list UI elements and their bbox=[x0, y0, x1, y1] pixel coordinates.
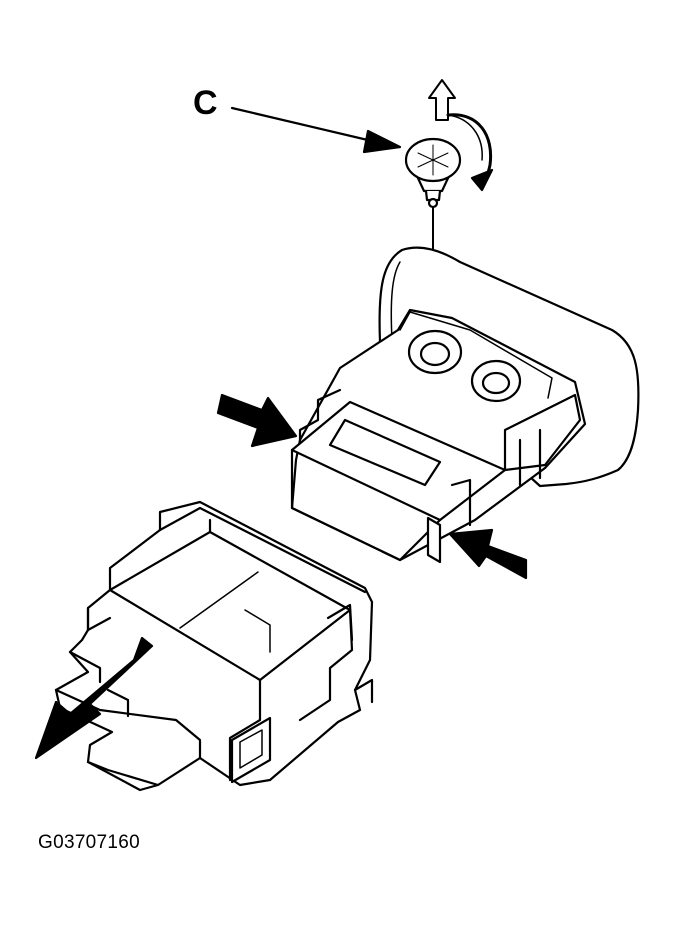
switch-body bbox=[290, 308, 587, 564]
push-arrow-icon bbox=[448, 528, 528, 580]
pull-arrow-icon bbox=[34, 636, 154, 760]
screw-c bbox=[404, 137, 462, 354]
rotate-arrow-icon bbox=[446, 113, 494, 192]
push-arrow-icon bbox=[216, 393, 298, 448]
callout-label: C bbox=[193, 84, 218, 122]
figure-id: G03707160 bbox=[38, 832, 141, 853]
connector bbox=[54, 500, 374, 792]
callout-pointer bbox=[230, 106, 402, 154]
